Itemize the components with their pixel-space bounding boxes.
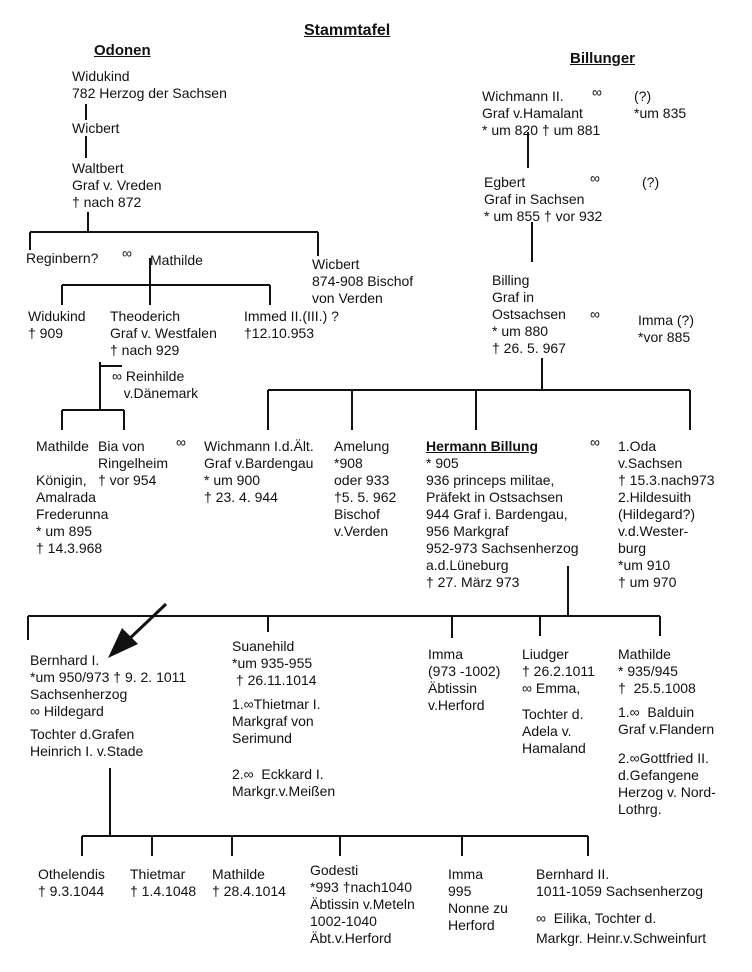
person-hermann-billung-details: * 905 936 princeps militae, Präfekt in O… xyxy=(426,455,579,590)
marriage-symbol: ∞ xyxy=(590,434,600,450)
marriage-symbol: ∞ xyxy=(122,245,132,261)
person-bernhard-i-note: Tochter d.Grafen Heinrich I. v.Stade xyxy=(30,726,144,759)
person-egbert: Egbert Graf in Sachsen * um 855 † vor 93… xyxy=(484,174,603,224)
person-mathilde-marriage-1: 1.∞ Balduin Graf v.Flandern xyxy=(618,704,715,737)
person-godesti: Godesti *993 †nach1040 Äbtissin v.Meteln… xyxy=(310,862,415,946)
person-billing: Billing Graf in Ostsachsen * um 880 † 26… xyxy=(492,272,566,356)
person-reginbern: Reginbern? xyxy=(26,250,99,266)
person-imma-995: Imma 995 Nonne zu Herford xyxy=(448,866,508,933)
page-title: Stammtafel xyxy=(304,22,391,39)
person-liudger: Liudger † 26.2.1011 ∞ Emma, xyxy=(522,646,595,696)
person-bernhard-i: Bernhard I. *um 950/973 † 9. 2. 1011 Sac… xyxy=(30,652,187,719)
person-othelendis: Othelendis † 9.3.1044 xyxy=(38,866,105,899)
person-waltbert: Waltbert Graf v. Vreden † nach 872 xyxy=(72,160,162,210)
person-amelung: Amelung *908 oder 933 †5. 5. 962 Bischof… xyxy=(334,438,397,539)
marriage-symbol: ∞ xyxy=(592,84,602,100)
person-reinhilde: ∞ Reinhilde v.Dänemark xyxy=(112,368,199,401)
person-imma-herford: Imma (973 -1002) Äbtissin v.Herford xyxy=(428,646,501,713)
person-mathilde-marriage-2: 2.∞Gottfried II. d.Gefangene Herzog v. N… xyxy=(618,750,716,817)
billunger-heading: Billunger xyxy=(570,50,636,67)
person-hermann-billung-name: Hermann Billung xyxy=(426,438,539,454)
person-oda-hildesuith: 1.Oda v.Sachsen † 15.3.nach973 2.Hildesu… xyxy=(618,438,715,590)
person-bia: Bia von Ringelheim † vor 954 xyxy=(98,438,169,488)
person-suanehild-marriage-2: 2.∞ Eckkard I. Markgr.v.Meißen xyxy=(232,766,336,799)
person-widukind: Widukind 782 Herzog der Sachsen xyxy=(72,68,227,101)
person-bernhard-ii-note: Markgr. Heinr.v.Schweinfurt xyxy=(536,930,707,946)
person-wicbert: Wicbert xyxy=(72,120,120,136)
marriage-symbol: ∞ xyxy=(590,170,600,186)
person-wicbert-bischof: Wicbert 874-908 Bischof von Verden xyxy=(312,256,414,306)
person-thietmar: Thietmar † 1.4.1048 xyxy=(130,866,197,899)
person-widukind-909: Widukind † 909 xyxy=(28,308,86,341)
person-mathilde-1014: Mathilde † 28.4.1014 xyxy=(212,866,286,899)
person-mathilde-koenigin: Mathilde Königin, Amalrada Frederunna * … xyxy=(36,438,109,556)
person-bernhard-ii-marriage: ∞ Eilika, Tochter d. xyxy=(536,910,657,926)
person-suanehild-marriage-1: 1.∞Thietmar I. Markgraf von Serimund xyxy=(232,696,321,746)
person-imma-billing: Imma (?) *vor 885 xyxy=(638,312,694,345)
person-theoderich: Theoderich Graf v. Westfalen † nach 929 xyxy=(110,308,217,358)
person-mathilde-odonen: Mathilde xyxy=(150,252,203,268)
person-egbert-spouse: (?) xyxy=(642,174,660,190)
marriage-symbol: ∞ xyxy=(176,434,186,450)
person-mathilde-935: Mathilde * 935/945 † 25.5.1008 xyxy=(618,646,696,696)
person-wichmann-i: Wichmann I.d.Ält. Graf v.Bardengau * um … xyxy=(204,438,314,505)
odonen-heading: Odonen xyxy=(94,42,151,59)
pointer-arrow xyxy=(108,602,168,658)
person-wichmann-ii: Wichmann II. Graf v.Hamalant * um 820 † … xyxy=(482,88,601,138)
person-liudger-note: Tochter d. Adela v. Hamaland xyxy=(522,706,586,756)
person-suanehild: Suanehild *um 935-955 † 26.11.1014 xyxy=(232,638,317,688)
marriage-symbol: ∞ xyxy=(590,306,600,322)
person-immed: Immed II.(III.) ? †12.10.953 xyxy=(244,308,339,341)
person-wichmann-ii-spouse: (?) *um 835 xyxy=(634,88,687,121)
person-bernhard-ii: Bernhard II. 1011-1059 Sachsenherzog xyxy=(536,866,704,899)
